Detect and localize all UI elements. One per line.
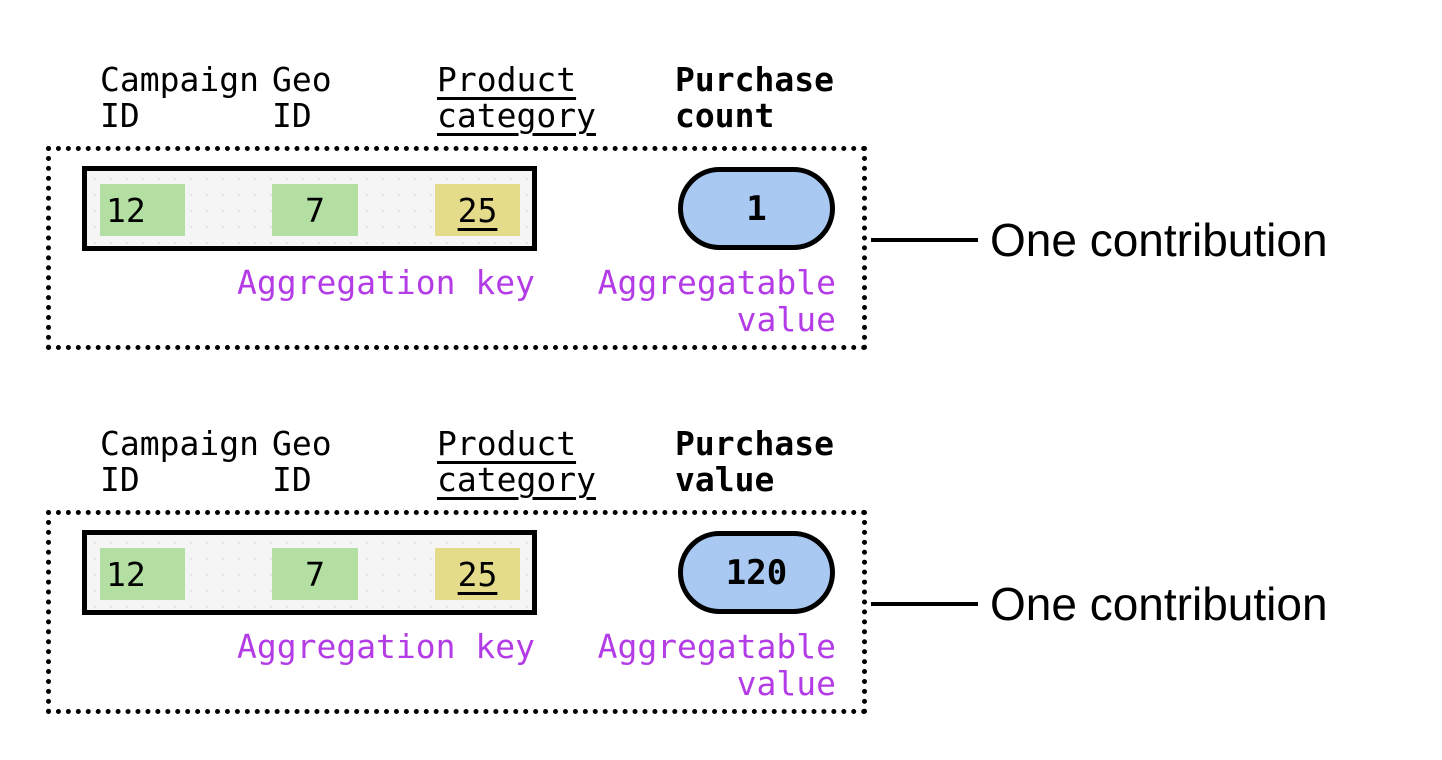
header-line: Campaign bbox=[100, 60, 259, 99]
header-line: ID bbox=[272, 460, 312, 499]
label-line: Aggregatable bbox=[597, 627, 836, 666]
header-line: Geo bbox=[272, 60, 332, 99]
header-line: value bbox=[675, 460, 775, 499]
aggregatable-value-label: Aggregatable value bbox=[598, 628, 836, 702]
contribution-block-count: Campaign ID Geo ID Product category Purc… bbox=[0, 62, 1442, 362]
cell-value: 12 bbox=[106, 554, 146, 594]
connector-line bbox=[871, 602, 978, 606]
header-line: ID bbox=[272, 96, 312, 135]
key-cell-campaign-id: 12 bbox=[100, 184, 185, 236]
cell-value: 7 bbox=[305, 190, 325, 230]
aggregatable-value-pill: 1 bbox=[678, 167, 835, 250]
one-contribution-label: One contribution bbox=[990, 578, 1328, 630]
header-line: Geo bbox=[272, 424, 332, 463]
column-header-purchase-count: Purchase count bbox=[675, 62, 834, 134]
column-header-geo-id: Geo ID bbox=[272, 62, 332, 134]
header-line: ID bbox=[100, 460, 140, 499]
cell-value: 25 bbox=[457, 554, 498, 594]
pill-value: 120 bbox=[725, 552, 788, 593]
header-line: Product bbox=[437, 60, 577, 99]
cell-value: 25 bbox=[457, 190, 498, 230]
column-header-campaign-id: Campaign ID bbox=[100, 62, 259, 134]
key-cell-product-category: 25 bbox=[435, 548, 520, 600]
key-cell-campaign-id: 12 bbox=[100, 548, 185, 600]
column-header-campaign-id: Campaign ID bbox=[100, 426, 259, 498]
aggregation-key-label: Aggregation key bbox=[236, 263, 535, 302]
aggregation-key-label: Aggregation key bbox=[236, 627, 535, 666]
label-line: value bbox=[736, 664, 836, 703]
label-line: value bbox=[736, 300, 836, 339]
header-line: Purchase bbox=[675, 424, 834, 463]
label-line: Aggregatable bbox=[597, 263, 836, 302]
header-line: category bbox=[437, 96, 596, 135]
event-record-row bbox=[82, 166, 537, 251]
aggregatable-value-pill: 120 bbox=[678, 531, 835, 614]
header-line: category bbox=[437, 460, 596, 499]
column-header-purchase-value: Purchase value bbox=[675, 426, 834, 498]
connector-line bbox=[871, 238, 978, 242]
column-header-geo-id: Geo ID bbox=[272, 426, 332, 498]
aggregatable-value-label: Aggregatable value bbox=[598, 264, 836, 338]
header-line: Product bbox=[437, 424, 577, 463]
cell-value: 12 bbox=[106, 190, 146, 230]
key-cell-product-category: 25 bbox=[435, 184, 520, 236]
column-header-product-category: Product category bbox=[437, 62, 596, 134]
cell-value: 7 bbox=[305, 554, 325, 594]
key-cell-geo-id: 7 bbox=[272, 184, 358, 236]
header-line: Purchase bbox=[675, 60, 834, 99]
one-contribution-label: One contribution bbox=[990, 214, 1328, 266]
header-line: ID bbox=[100, 96, 140, 135]
header-line: Campaign bbox=[100, 424, 259, 463]
pill-value: 1 bbox=[746, 188, 767, 229]
header-line: count bbox=[675, 96, 775, 135]
column-header-product-category: Product category bbox=[437, 426, 596, 498]
contribution-boundary bbox=[46, 146, 867, 350]
contribution-boundary bbox=[46, 510, 867, 714]
key-cell-geo-id: 7 bbox=[272, 548, 358, 600]
contribution-block-value: Campaign ID Geo ID Product category Purc… bbox=[0, 426, 1442, 726]
